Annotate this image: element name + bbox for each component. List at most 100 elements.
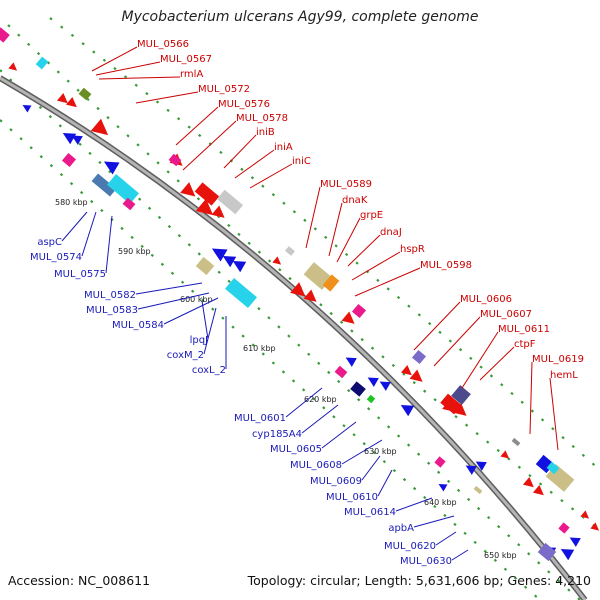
forward-gene-18 xyxy=(522,476,534,488)
gene-block-magenta-7 xyxy=(434,456,446,468)
forward-gene-11 xyxy=(303,289,317,302)
kbp-tick-label: 580 kbp xyxy=(55,198,88,207)
forward-gene-12 xyxy=(341,311,355,324)
kbp-tick-label: 630 kbp xyxy=(364,447,397,456)
gene-label-MUL_0606: MUL_0606 xyxy=(460,294,512,305)
leader-line-iniC xyxy=(249,163,293,189)
gene-label-MUL_0608: MUL_0608 xyxy=(290,460,342,471)
leader-line-MUL_0583 xyxy=(137,292,210,310)
leader-line-dnaJ xyxy=(347,234,381,267)
leader-line-MUL_0601 xyxy=(285,387,323,418)
gene-block-navy-1 xyxy=(350,381,366,397)
gene-label-MUL_0582: MUL_0582 xyxy=(84,290,136,301)
gene-label-coxM_2: coxM_2 xyxy=(167,350,204,361)
gene-label-MUL_0607: MUL_0607 xyxy=(480,309,532,320)
reverse-gene-8 xyxy=(345,357,357,367)
leader-line-hspR xyxy=(351,251,401,281)
gene-label-lpqJ: lpqJ xyxy=(190,335,208,346)
leader-line-MUL_0598 xyxy=(354,267,421,297)
forward-gene-2 xyxy=(56,92,68,104)
forward-gene-14 xyxy=(409,369,423,382)
gene-block-magenta-1 xyxy=(0,27,10,43)
gene-label-MUL_0567: MUL_0567 xyxy=(160,54,212,65)
leader-line-MUL_0578 xyxy=(182,120,237,171)
leader-line-ctpF xyxy=(479,346,515,381)
forward-gene-17 xyxy=(500,450,510,459)
leader-line-MUL_0609 xyxy=(361,455,381,481)
leader-line-MUL_0619 xyxy=(529,361,533,435)
gene-block-khaki-3 xyxy=(473,485,483,495)
gene-label-iniA: iniA xyxy=(274,142,293,153)
gene-label-hemL: hemL xyxy=(550,370,578,381)
gene-block-violet-1 xyxy=(411,349,427,365)
leader-line-iniA xyxy=(234,149,275,179)
gene-label-MUL_0619: MUL_0619 xyxy=(532,354,584,365)
gene-label-MUL_0566: MUL_0566 xyxy=(137,39,189,50)
forward-gene-7 xyxy=(195,198,214,216)
reverse-gene-12 xyxy=(465,465,477,475)
gene-label-dnaJ: dnaJ xyxy=(380,227,402,238)
forward-gene-13 xyxy=(400,364,412,376)
gene-label-iniC: iniC xyxy=(292,156,311,167)
gene-block-magenta-4 xyxy=(168,153,182,167)
leader-line-grpE xyxy=(336,217,361,263)
leader-line-MUL_0584 xyxy=(163,297,219,325)
kbp-tick-label: 650 kbp xyxy=(484,551,517,560)
reverse-gene-5 xyxy=(211,248,228,262)
leader-line-MUL_0572 xyxy=(135,91,199,104)
gene-block-grey-1 xyxy=(216,189,244,215)
gene-block-grey-3 xyxy=(511,437,521,447)
reverse-gene-3 xyxy=(71,135,83,145)
gene-label-MUL_0601: MUL_0601 xyxy=(234,413,286,424)
kbp-tick-label: 640 kbp xyxy=(424,498,457,507)
gene-block-cyan-4 xyxy=(546,461,560,475)
gene-block-magenta-3 xyxy=(122,197,136,211)
gene-block-magenta-5 xyxy=(351,303,367,319)
gene-label-MUL_0589: MUL_0589 xyxy=(320,179,372,190)
leader-line-MUL_0589 xyxy=(305,186,321,249)
gene-label-MUL_0572: MUL_0572 xyxy=(198,84,250,95)
gene-label-MUL_0609: MUL_0609 xyxy=(310,476,362,487)
leader-line-MUL_0607 xyxy=(433,316,481,367)
leader-line-MUL_0611 xyxy=(461,331,499,389)
forward-gene-3 xyxy=(65,96,77,108)
reverse-gene-4 xyxy=(103,161,120,175)
gene-block-khaki-1 xyxy=(195,256,215,276)
chromosome-backbone xyxy=(0,76,587,600)
gene-block-red-2 xyxy=(440,393,462,415)
leader-line-rmlA xyxy=(98,76,181,80)
leader-line-coxM_2 xyxy=(203,307,217,355)
reverse-gene-7 xyxy=(232,261,247,273)
leader-line-lpqJ xyxy=(201,300,209,340)
gene-label-MUL_0614: MUL_0614 xyxy=(344,507,396,518)
reverse-gene-11 xyxy=(400,405,415,417)
gene-block-cyan-1 xyxy=(35,56,49,70)
leader-line-MUL_0610 xyxy=(377,469,393,497)
reverse-track-inner xyxy=(0,119,541,600)
gene-label-rmlA: rmlA xyxy=(180,69,203,80)
forward-gene-4 xyxy=(90,118,109,136)
gene-block-magenta-2 xyxy=(61,152,77,168)
gene-block-grey-2 xyxy=(285,246,295,256)
gene-label-apbA: apbA xyxy=(388,523,414,534)
reverse-gene-16 xyxy=(560,549,575,561)
gene-label-cyp185A4: cyp185A4 xyxy=(252,429,302,440)
leader-line-hemL xyxy=(549,377,559,451)
forward-gene-20 xyxy=(580,510,590,519)
gene-label-coxL_2: coxL_2 xyxy=(192,365,226,376)
gene-block-green-1 xyxy=(366,394,376,404)
leader-line-MUL_0606 xyxy=(413,301,461,351)
gene-block-cyan-3 xyxy=(225,277,257,309)
leader-line-iniB xyxy=(223,134,257,169)
leader-line-MUL_0567 xyxy=(95,61,161,76)
leader-line-MUL_0614 xyxy=(395,497,433,512)
kbp-tick-label: 620 kbp xyxy=(304,395,337,404)
gene-label-MUL_0578: MUL_0578 xyxy=(236,113,288,124)
gene-block-cyan-2 xyxy=(107,173,139,205)
forward-gene-10 xyxy=(290,282,306,297)
kbp-tick-label: 600 kbp xyxy=(180,295,213,304)
gene-label-ctpF: ctpF xyxy=(514,339,536,350)
gene-block-red-1 xyxy=(194,182,220,206)
